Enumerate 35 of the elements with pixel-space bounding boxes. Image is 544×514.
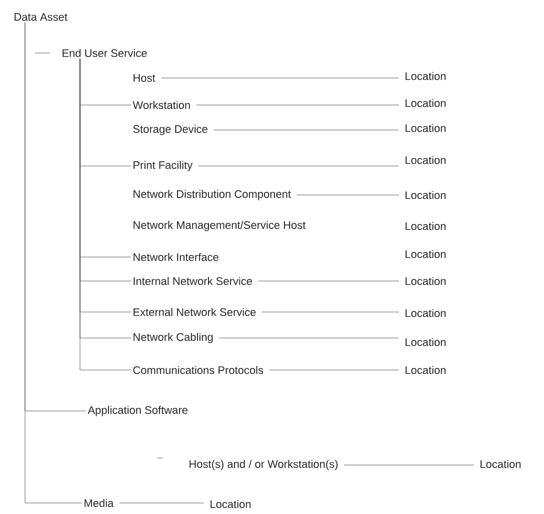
location-label: Location [406,366,446,374]
tree-item: Application Software [88,406,188,416]
tree-item: Storage Device [133,124,208,136]
connector-line [296,194,400,196]
location-label: Location [406,222,446,230]
title-label: Data Asset [14,13,68,21]
location-label: Location [406,72,446,80]
connector-line [196,104,400,106]
connector-line [258,280,400,282]
location-label: Location [406,250,446,258]
location-label: Location [406,276,446,286]
tree-item: Network Management/Service Host [134,220,306,232]
tree-connector [24,22,82,504]
location-label: Location [406,338,446,346]
tree-item: Network Interface [134,252,218,262]
tree-item: Workstation [132,100,190,110]
connector-line [344,464,474,466]
tree-item: End User Service [62,48,147,58]
location-label: Location [406,308,446,318]
location-label: Location [406,124,446,132]
tree-item: Media [84,498,114,508]
location-label: Location [406,98,446,108]
location-label: Location [210,500,251,508]
location-label: Location [406,156,446,164]
tree-item: Print Facility [134,160,193,172]
location-label: Location [406,190,446,200]
tree-item: Host [134,74,156,82]
tree-item: Communications Protocols [133,366,264,374]
tree-item: Network Distribution Component [134,190,291,200]
tree-item: External Network Service [134,308,256,316]
tree-item: Internal Network Service [134,276,252,286]
location-label: Location [480,460,521,468]
connector-line [119,502,204,504]
tree-item: Network Cabling [134,332,213,344]
tree-item: Host(s) and / or Workstation(s) [190,460,338,470]
